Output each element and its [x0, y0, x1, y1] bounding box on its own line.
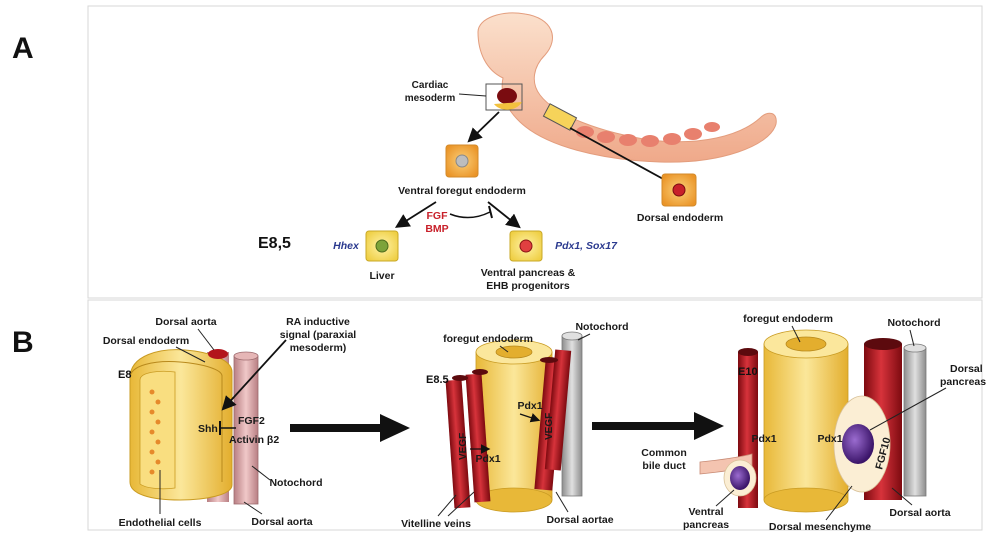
signal-bmp: BMP [425, 223, 448, 235]
stage-e8-5: E8,5 [258, 235, 291, 252]
liver-label: Liver [369, 270, 394, 282]
e10-foregut-label: foregut endoderm [743, 313, 833, 325]
e10-stage: E10 [738, 366, 758, 378]
e10-dorsal-pancreas-label-2: pancreas [940, 376, 986, 388]
e10-pdx1-right: Pdx1 [817, 433, 842, 445]
e8-shh-label: Shh [198, 423, 218, 435]
e85-pdx1-left: Pdx1 [475, 453, 500, 465]
signal-fgf: FGF [427, 210, 449, 222]
e10-dorsal-pancreas-label-1: Dorsal [950, 363, 983, 375]
pdx1-sox17-label: Pdx1, Sox17 [555, 240, 618, 252]
e10-common-bile-label-2: bile duct [642, 460, 686, 472]
dorsal-endoderm-label: Dorsal endoderm [637, 212, 723, 224]
e8-activin-label: Activin β2 [229, 434, 279, 446]
e85-vegf-right: VEGF [544, 413, 555, 440]
e85-vitelline-label: Vitelline veins [401, 518, 471, 530]
e10-notochord [904, 348, 926, 496]
arrow-cardiac-to-foregut [470, 112, 499, 140]
ventral-pancreas-label-2: EHB progenitors [486, 280, 570, 292]
e10-common-bile-label-1: Common [641, 447, 687, 459]
panel-b-e8: E8 Dorsal aorta Dorsal endoderm RA induc… [103, 316, 356, 529]
e8-notochord [234, 356, 258, 504]
e8-ra-label-2: signal (paraxial [280, 329, 357, 341]
e8-dorsal-aorta-top-label: Dorsal aorta [155, 316, 216, 328]
e8-dorsal-endoderm-label: Dorsal endoderm [103, 335, 189, 347]
e10-notochord-label: Notochord [887, 317, 940, 329]
cardiac-mesoderm-blob [497, 88, 517, 104]
e8-ra-label-1: RA inductive [286, 316, 350, 328]
e85-stage: E8.5 [426, 374, 449, 386]
e8-endothelial-label: Endothelial cells [119, 517, 202, 529]
e8-dorsal-aorta-bottom-label: Dorsal aorta [251, 516, 312, 528]
panel-a: Cardiac mesoderm Ventral foregut endoder… [258, 13, 776, 292]
e8-fgf2-label: FGF2 [238, 415, 265, 427]
e10-ventral-pancreas [730, 466, 750, 490]
e8-dorsal-aorta [208, 349, 228, 359]
e8-notochord-label: Notochord [269, 477, 322, 489]
arrow-to-pancreas [488, 202, 518, 226]
e10-dorsal-pancreas [842, 424, 874, 464]
e85-vegf-left: VEGF [458, 433, 469, 460]
e10-foregut-tube [764, 344, 848, 500]
hhex-label: Hhex [333, 240, 360, 252]
e85-notochord-label: Notochord [575, 321, 628, 333]
e85-foregut-label: foregut endoderm [443, 333, 533, 345]
cardiac-label-2: mesoderm [405, 93, 456, 104]
arrow-e85-to-e10 [592, 412, 724, 440]
e85-pdx1-right: Pdx1 [517, 400, 542, 412]
panel-label-a: A [12, 32, 34, 65]
e10-pdx1-left: Pdx1 [751, 433, 776, 445]
cardiac-label-1: Cardiac [412, 80, 449, 91]
inhibition-curve [450, 212, 490, 218]
e8-stage: E8 [118, 369, 131, 381]
e8-ra-label-3: mesoderm) [290, 342, 347, 354]
panel-label-b: B [12, 326, 34, 359]
e85-dorsal-aortae-label: Dorsal aortae [546, 514, 613, 526]
e10-dorsal-aorta-label: Dorsal aorta [889, 507, 950, 519]
e10-ventral-pancreas-label-1: Ventral [688, 506, 723, 518]
ventral-pancreas-label-1: Ventral pancreas & [481, 267, 576, 279]
e10-ventral-pancreas-label-2: pancreas [683, 519, 729, 531]
e10-dorsal-mesenchyme-label: Dorsal mesenchyme [769, 521, 871, 533]
arrow-e8-to-e85 [290, 414, 410, 442]
ventral-foregut-label: Ventral foregut endoderm [398, 185, 526, 197]
